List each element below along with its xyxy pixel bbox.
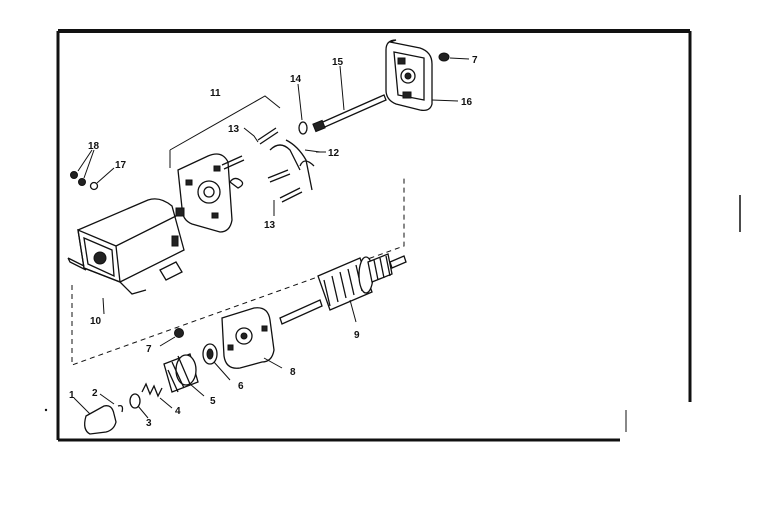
front-end-plate xyxy=(221,307,283,369)
callout-5: 5 xyxy=(210,396,216,407)
armature xyxy=(279,253,407,325)
screws-and-washer xyxy=(70,149,115,191)
diagram-frame xyxy=(44,29,741,442)
nut-lower xyxy=(159,328,184,347)
assembly-outline xyxy=(71,178,405,366)
callout-12: 12 xyxy=(328,148,340,159)
through-bolt xyxy=(312,65,387,133)
callout-13-upper: 13 xyxy=(228,124,240,135)
brush-plate xyxy=(169,95,281,233)
washer xyxy=(297,83,308,135)
callout-18: 18 xyxy=(88,141,100,152)
callout-17: 17 xyxy=(115,160,127,171)
bushing xyxy=(202,343,231,381)
callout-13-lower: 13 xyxy=(264,220,276,231)
callout-9: 9 xyxy=(354,330,360,341)
drive-pinion xyxy=(163,353,205,397)
callout-2: 2 xyxy=(92,388,98,399)
retainer xyxy=(129,393,149,419)
callout-14: 14 xyxy=(290,74,302,85)
dust-cap xyxy=(73,397,117,435)
callout-15: 15 xyxy=(332,57,344,68)
callout-7-top: 7 xyxy=(472,55,478,66)
spring xyxy=(141,382,173,409)
brushes-and-springs xyxy=(221,127,326,216)
clip xyxy=(99,393,124,413)
callout-8: 8 xyxy=(290,367,296,378)
callout-11: 11 xyxy=(210,88,221,99)
callout-7-lower: 7 xyxy=(146,344,152,355)
callout-1: 1 xyxy=(69,390,75,401)
callout-labels: 1 2 3 4 5 6 7 7 8 9 10 11 12 13 13 14 15… xyxy=(69,55,478,429)
motor-housing xyxy=(67,198,185,315)
callout-3: 3 xyxy=(146,418,152,429)
callout-16: 16 xyxy=(461,97,473,108)
callout-10: 10 xyxy=(90,316,102,327)
nut-top xyxy=(438,52,470,62)
rear-end-cap xyxy=(385,39,459,112)
callout-4: 4 xyxy=(175,406,181,417)
callout-6: 6 xyxy=(238,381,244,392)
